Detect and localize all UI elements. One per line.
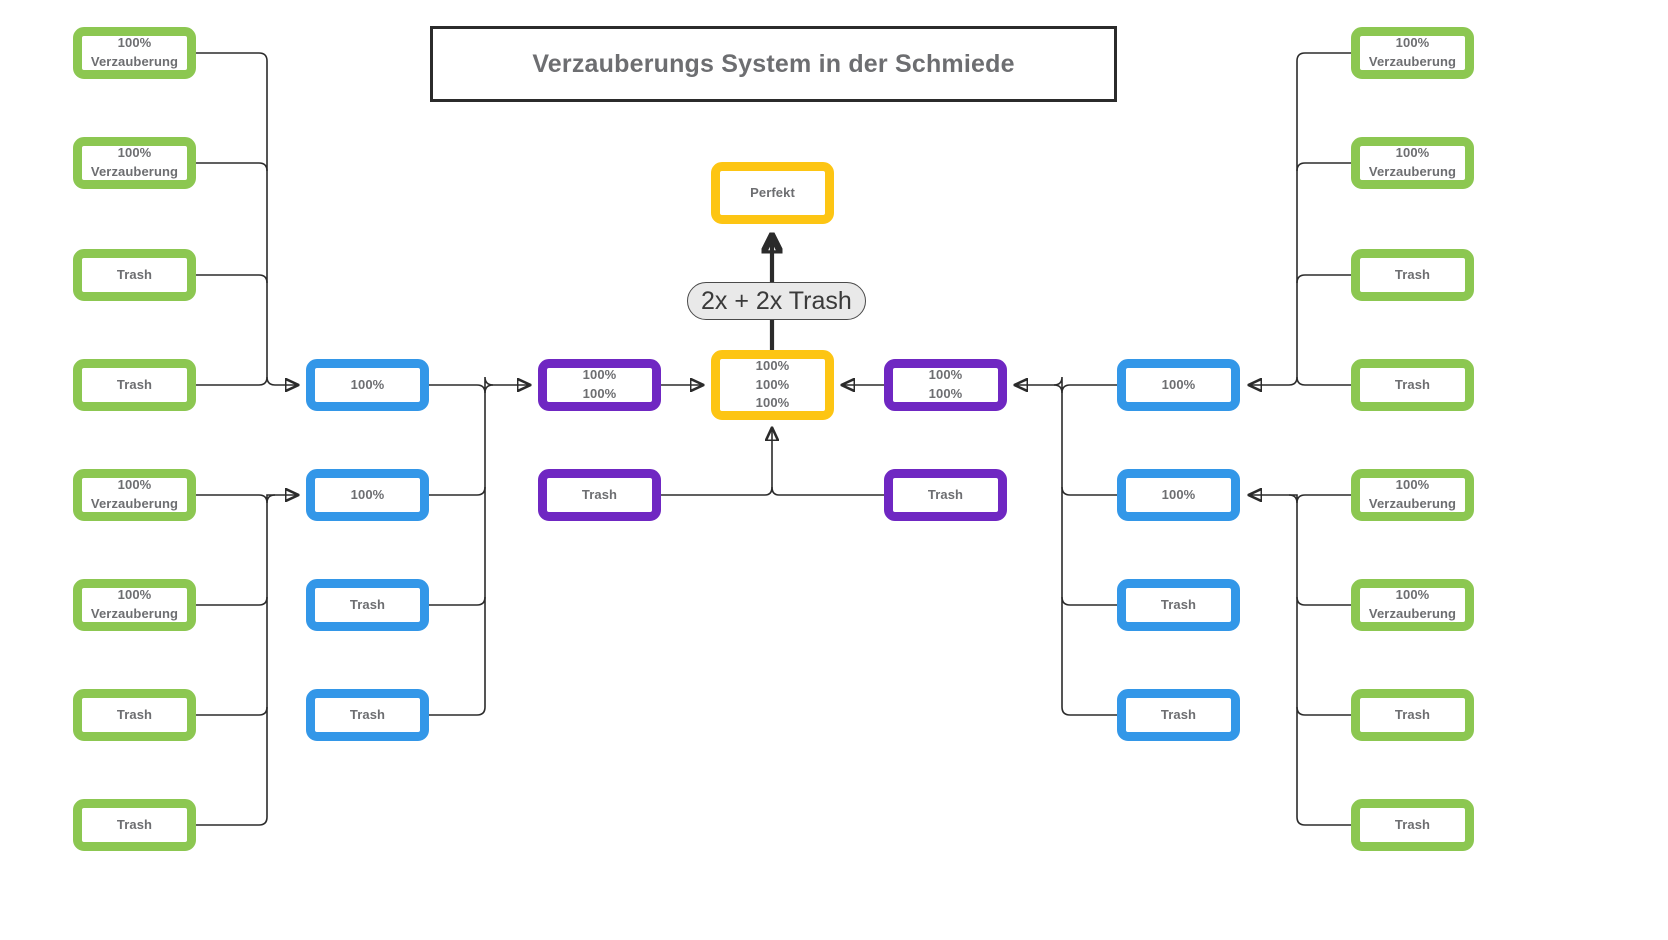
node-r8[interactable]: Trash	[1351, 799, 1474, 851]
node-ri2[interactable]: Trash	[884, 469, 1007, 521]
node-r7[interactable]: Trash	[1351, 689, 1474, 741]
node-l5[interactable]: 100% Verzauberung	[73, 469, 196, 521]
node-rm2[interactable]: 100%	[1117, 469, 1240, 521]
node-r6[interactable]: 100% Verzauberung	[1351, 579, 1474, 631]
node-label: Trash	[581, 486, 618, 502]
node-label: Trash	[1394, 706, 1431, 722]
node-lm3[interactable]: Trash	[306, 579, 429, 631]
diagram-title-banner: Verzauberungs System in der Schmiede	[430, 26, 1117, 102]
node-ri1[interactable]: 100% 100%	[884, 359, 1007, 411]
node-r4[interactable]: Trash	[1351, 359, 1474, 411]
node-label: Trash	[1394, 816, 1431, 832]
node-r2[interactable]: 100% Verzauberung	[1351, 137, 1474, 189]
node-label: 100% Verzauberung	[1368, 35, 1457, 69]
node-label: 100%	[1161, 486, 1196, 502]
node-l7[interactable]: Trash	[73, 689, 196, 741]
node-lm1[interactable]: 100%	[306, 359, 429, 411]
node-label: Trash	[349, 596, 386, 612]
node-label: Trash	[1394, 376, 1431, 392]
node-label: 100% 100%	[928, 367, 963, 401]
node-l8[interactable]: Trash	[73, 799, 196, 851]
node-l6[interactable]: 100% Verzauberung	[73, 579, 196, 631]
node-li2[interactable]: Trash	[538, 469, 661, 521]
wires-right-outer-top	[1249, 52, 1351, 385]
node-label: 100% Verzauberung	[1368, 587, 1457, 621]
node-label: Trash	[1394, 266, 1431, 282]
edge-label-recipe: 2x + 2x Trash	[687, 282, 866, 320]
node-c_main[interactable]: 100% 100% 100%	[711, 350, 834, 420]
node-l4[interactable]: Trash	[73, 359, 196, 411]
node-label: Perfekt	[750, 184, 795, 200]
node-label: Trash	[1160, 596, 1197, 612]
node-r5[interactable]: 100% Verzauberung	[1351, 469, 1474, 521]
node-l1[interactable]: 100% Verzauberung	[73, 27, 196, 79]
node-label: 100% Verzauberung	[1368, 145, 1457, 179]
node-label: 100% 100% 100%	[755, 357, 790, 411]
node-lm4[interactable]: Trash	[306, 689, 429, 741]
node-lm2[interactable]: 100%	[306, 469, 429, 521]
node-label: Trash	[1160, 706, 1197, 722]
node-label: 100% Verzauberung	[90, 145, 179, 179]
node-label: Trash	[116, 376, 153, 392]
node-rm4[interactable]: Trash	[1117, 689, 1240, 741]
edge-label-text: 2x + 2x Trash	[701, 286, 852, 315]
node-label: 100% Verzauberung	[90, 35, 179, 69]
node-label: 100%	[1161, 376, 1196, 392]
node-label: Trash	[116, 266, 153, 282]
wires-left-mid	[429, 376, 530, 716]
node-label: 100% 100%	[582, 367, 617, 401]
node-rm3[interactable]: Trash	[1117, 579, 1240, 631]
wires-right-outer-bottom	[1249, 495, 1351, 826]
page-title: Verzauberungs System in der Schmiede	[532, 49, 1015, 78]
node-li1[interactable]: 100% 100%	[538, 359, 661, 411]
node-r1[interactable]: 100% Verzauberung	[1351, 27, 1474, 79]
node-label: 100% Verzauberung	[90, 477, 179, 511]
node-c_perfekt[interactable]: Perfekt	[711, 162, 834, 224]
node-label: Trash	[116, 706, 153, 722]
node-label: Trash	[927, 486, 964, 502]
node-label: 100% Verzauberung	[1368, 477, 1457, 511]
node-r3[interactable]: Trash	[1351, 249, 1474, 301]
wires-left-outer-bottom	[196, 495, 298, 826]
node-label: 100%	[350, 486, 385, 502]
wires-right-mid	[1015, 376, 1117, 716]
node-label: 100%	[350, 376, 385, 392]
node-label: Trash	[349, 706, 386, 722]
node-l3[interactable]: Trash	[73, 249, 196, 301]
wires-left-outer-top	[196, 52, 298, 385]
node-label: Trash	[116, 816, 153, 832]
node-label: 100% Verzauberung	[90, 587, 179, 621]
node-l2[interactable]: 100% Verzauberung	[73, 137, 196, 189]
node-rm1[interactable]: 100%	[1117, 359, 1240, 411]
